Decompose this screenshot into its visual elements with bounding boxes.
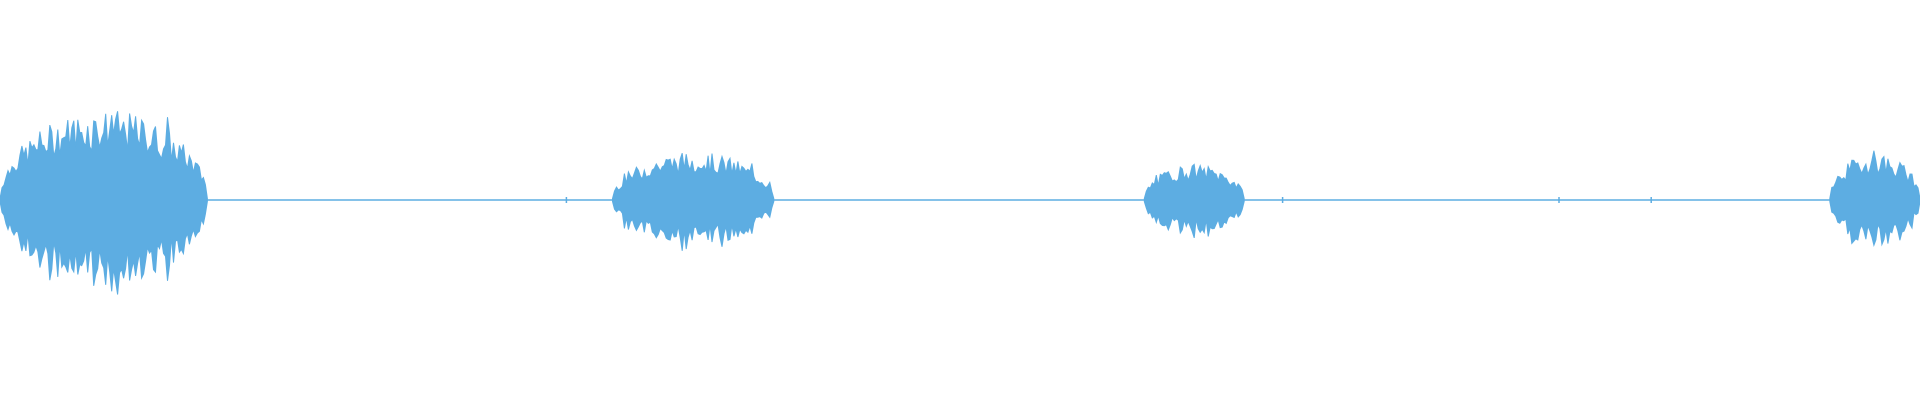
waveform-segments — [0, 111, 1920, 295]
waveform-blips — [565, 197, 1652, 203]
waveform-burst-2 — [612, 153, 775, 251]
waveform-burst-3 — [1143, 163, 1245, 239]
waveform-burst-4 — [1829, 150, 1920, 248]
waveform-burst-1 — [0, 111, 208, 295]
